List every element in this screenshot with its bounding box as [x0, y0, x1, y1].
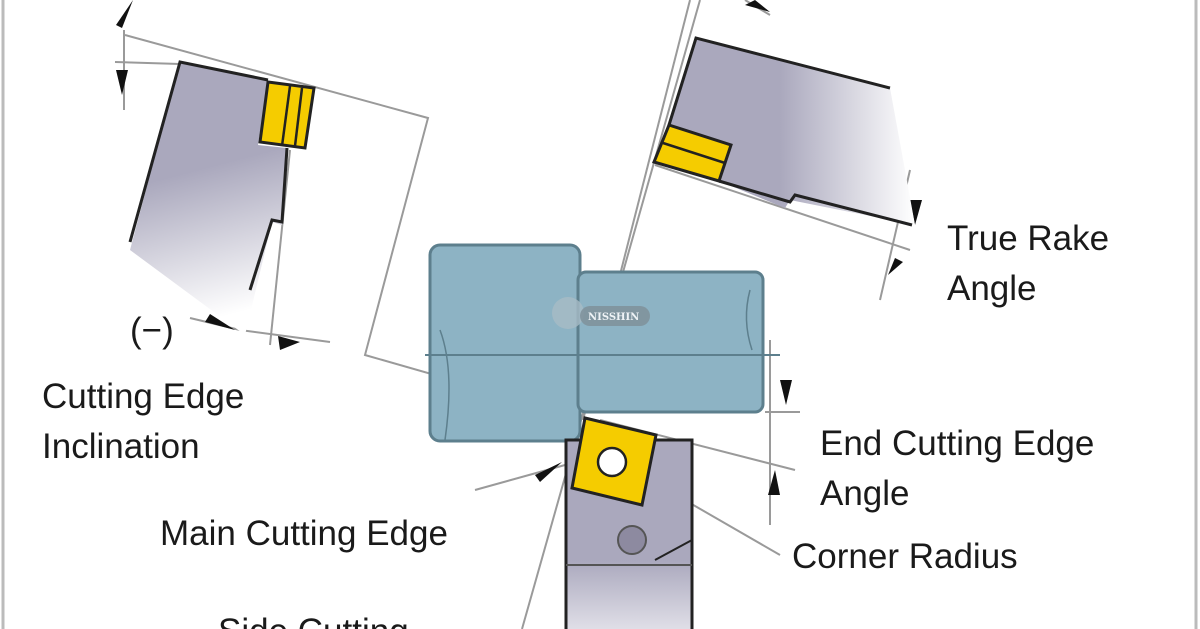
side-cutting-label: Side Cutting [218, 612, 409, 629]
watermark-text: NISSHIN [588, 312, 639, 323]
main-cutting-edge-label: Main Cutting Edge [160, 514, 448, 553]
arrow-icon [910, 200, 922, 225]
arrow-icon [888, 258, 903, 275]
true-rake-angle-label-line2: Angle [947, 269, 1037, 308]
arrow-icon [780, 380, 792, 405]
arrow-icon [768, 470, 780, 495]
arrow-icon [278, 336, 300, 350]
end-cutting-edge-angle-label-line2: Angle [820, 474, 910, 513]
clamp-screw-icon [617, 525, 647, 555]
logo-globe-icon [552, 297, 584, 329]
insert-hole [596, 446, 628, 478]
workpiece-large-diameter [428, 243, 582, 443]
workpiece: NISSHIN [425, 243, 780, 443]
negative-sign-label: (−) [130, 311, 174, 350]
left-tool [128, 60, 316, 335]
cutting-edge-inclination-label-line1: Cutting Edge [42, 377, 244, 416]
dimension-arrows [116, 0, 922, 495]
end-cutting-edge-angle-label-line1: End Cutting Edge [820, 424, 1094, 463]
arrow-icon [745, 0, 770, 12]
arrow-icon [116, 0, 133, 28]
workpiece-small-diameter [576, 270, 765, 414]
watermark-logo [580, 306, 650, 326]
corner-radius-label: Corner Radius [792, 537, 1018, 576]
arrow-icon [535, 462, 562, 482]
arrow-icon [116, 70, 128, 95]
cutting-edge-inclination-label-line2: Inclination [42, 427, 200, 466]
arrow-icon [205, 314, 235, 330]
right-tool-body [669, 38, 915, 225]
left-tool-body [130, 62, 287, 335]
bottom-tool [564, 416, 694, 629]
true-rake-angle-label-line1: True Rake [947, 219, 1109, 258]
right-tool [651, 36, 915, 227]
